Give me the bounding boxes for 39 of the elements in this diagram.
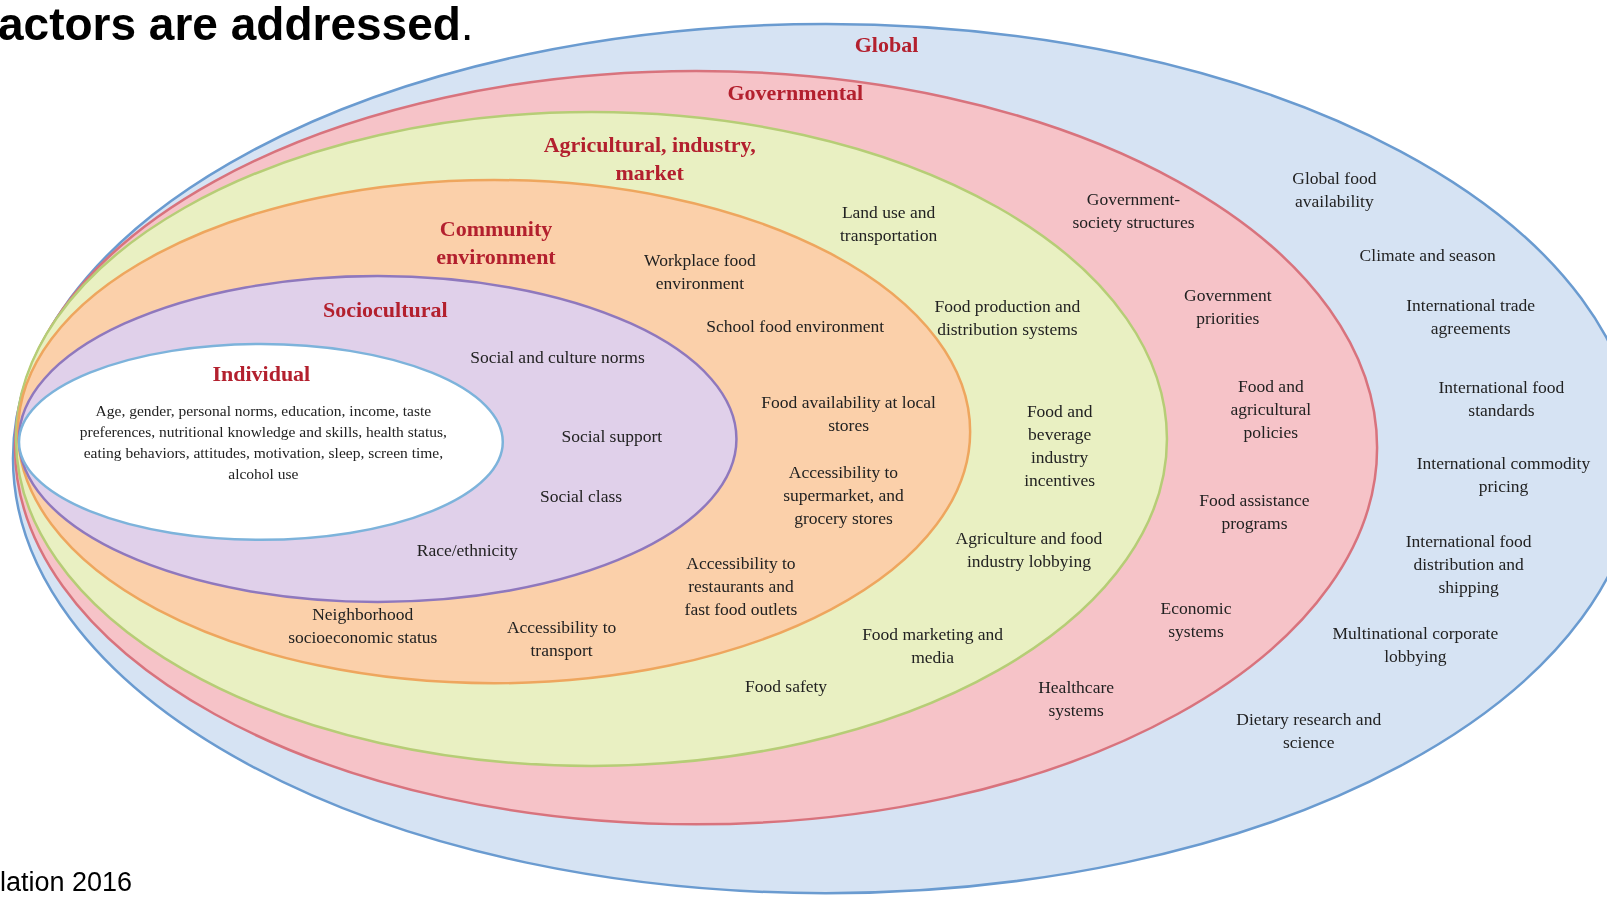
factor-label: Workplace food environment <box>643 249 757 295</box>
factor-label: International food standards <box>1437 376 1566 423</box>
factor-label: Land use and transportation <box>838 200 939 247</box>
factor-label: Agriculture and food industry lobbying <box>954 526 1104 573</box>
factor-label: Accessibility to restaurants and fast food outlets <box>683 552 799 622</box>
factor-label: Food marketing and media <box>861 623 1005 670</box>
factor-label: International trade agreements <box>1405 294 1537 341</box>
factor-label: Neighborhood socioeconomic status <box>287 602 439 649</box>
factor-label: Government- society structures <box>1071 187 1196 234</box>
layer-heading: Sociocultural <box>321 296 449 325</box>
factor-label: Multinational corporate lobbying <box>1331 622 1500 669</box>
factor-label: Dietary research and science <box>1235 708 1383 755</box>
factor-label: Social class <box>539 484 624 508</box>
source-caption: lation 2016 <box>0 866 133 897</box>
factor-label: Food and beverage industry incentives <box>1023 399 1097 492</box>
factor-label: Food safety <box>744 675 829 699</box>
factor-label: Accessibility to transport <box>505 615 618 662</box>
factor-label: Race/ethnicity <box>415 539 519 563</box>
factor-label: Social and culture norms <box>469 346 646 370</box>
layer-heading: Community environment <box>435 215 557 272</box>
layer-heading: Governmental <box>726 78 865 107</box>
factor-label: Food assistance programs <box>1198 488 1311 535</box>
factor-label: Government priorities <box>1183 283 1273 330</box>
factor-description: Age, gender, personal norms, education, income, taste preferences, nutritional knowledge and skills, health status, eating behaviors, attitudes, motivation, sleep, screen time, alcohol use <box>78 400 448 484</box>
factor-label: Climate and season <box>1358 243 1497 267</box>
factor-label: School food environment <box>705 314 886 338</box>
factor-label: Social support <box>560 425 664 449</box>
factor-label: Food availability at local stores <box>760 391 937 438</box>
factor-label: International food distribution and shipping <box>1404 529 1533 599</box>
factor-label: International commodity pricing <box>1415 451 1592 498</box>
factor-label: Food production and distribution systems <box>933 295 1082 342</box>
layer-heading: Agricultural, industry, market <box>542 131 757 188</box>
factor-label: Healthcare systems <box>1037 676 1115 723</box>
layer-heading: Global <box>853 30 920 59</box>
factor-label: Food and agricultural policies <box>1229 375 1313 445</box>
factor-label: Global food availability <box>1291 167 1378 214</box>
layer-heading: Individual <box>211 359 312 388</box>
factor-label: Accessibility to supermarket, and grocery stores <box>782 461 905 531</box>
factor-label: Economic systems <box>1159 597 1233 644</box>
